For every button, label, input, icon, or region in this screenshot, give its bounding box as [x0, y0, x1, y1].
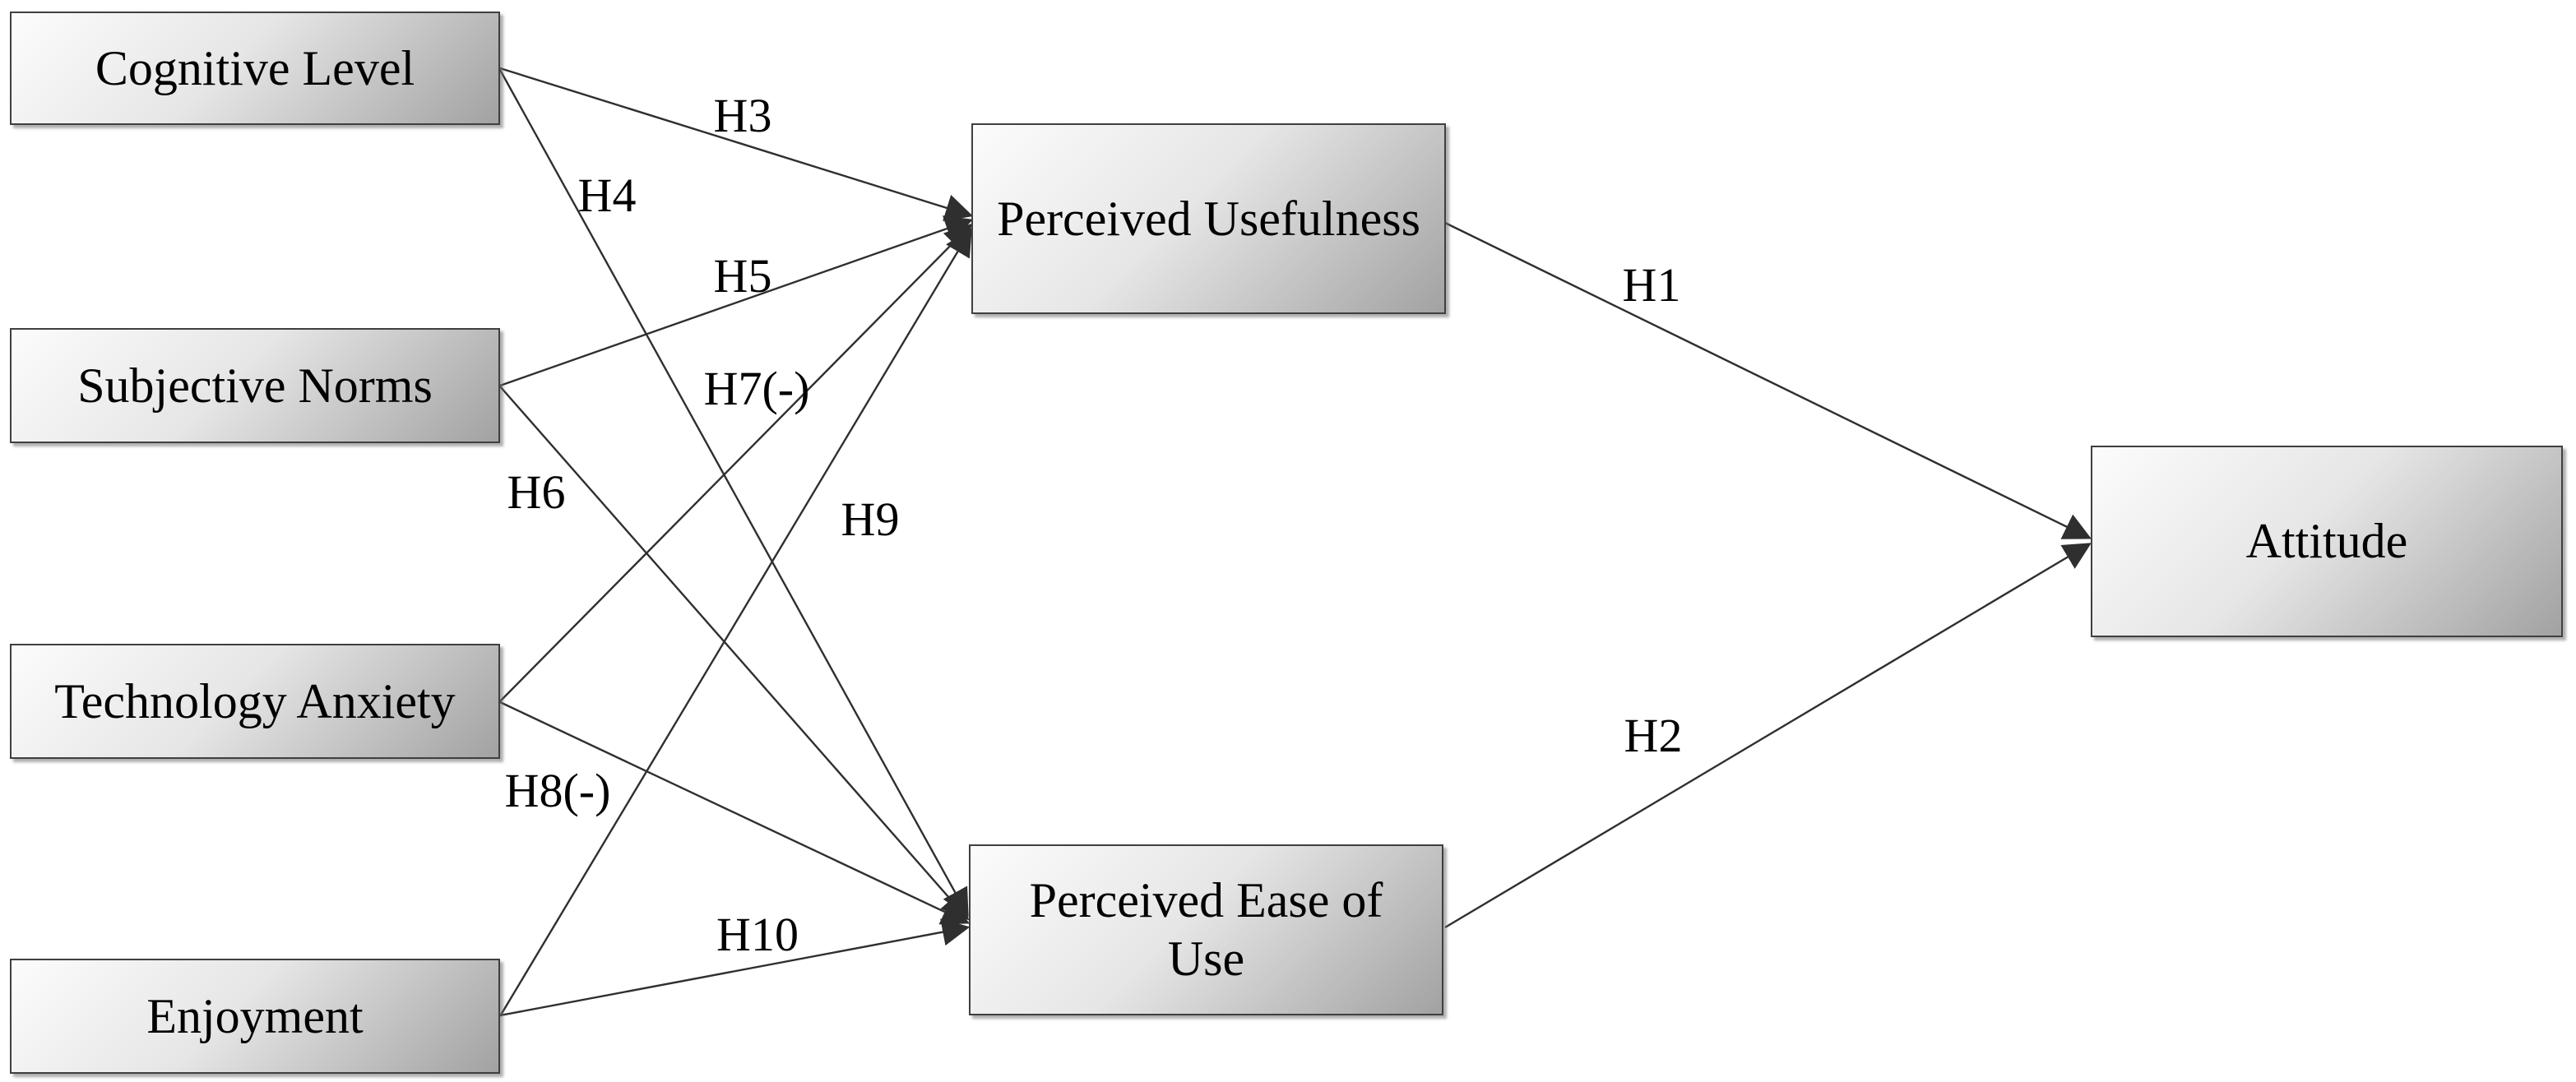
edge-line-h6 [499, 386, 970, 921]
node-subjective-norms: Subjective Norms [10, 328, 500, 443]
edge-line-h7 [499, 223, 973, 702]
edge-label-h7: H7(-) [703, 362, 810, 415]
edge-label-h6: H6 [507, 465, 566, 519]
node-perceived-ease-of-use: Perceived Ease of Use [969, 844, 1443, 1015]
edge-line-h1 [1444, 221, 2092, 539]
edge-line-h8 [499, 701, 971, 925]
edge-line-h4 [498, 69, 969, 917]
node-cognitive-level: Cognitive Level [10, 12, 500, 125]
node-perceived-usefulness: Perceived Usefulness [971, 123, 1446, 314]
node-label: Attitude [2245, 514, 2408, 569]
edge-label-h5: H5 [713, 249, 772, 303]
node-attitude: Attitude [2091, 446, 2563, 637]
edge-label-h4: H4 [577, 169, 637, 222]
edge-label-h1: H1 [1622, 258, 1681, 312]
edge-label-h8: H8(-) [504, 764, 611, 817]
node-label: Perceived Usefulness [997, 191, 1420, 246]
edge-line-h3 [499, 67, 974, 222]
node-technology-anxiety: Technology Anxiety [10, 644, 500, 759]
node-label: Cognitive Level [95, 40, 415, 95]
node-label: Perceived Ease of Use [1029, 873, 1383, 986]
edge-line-h2 [1444, 543, 2092, 929]
edge-label-h10: H10 [716, 908, 799, 961]
edge-line-h9 [498, 228, 972, 1017]
edge-line-h10 [499, 918, 971, 1017]
edge-label-h2: H2 [1624, 709, 1683, 762]
node-enjoyment: Enjoyment [10, 959, 500, 1074]
node-label: Enjoyment [146, 988, 364, 1043]
edge-label-h3: H3 [713, 89, 772, 142]
edge-line-h5 [499, 215, 974, 387]
node-label: Technology Anxiety [54, 673, 456, 728]
node-label: Subjective Norms [77, 358, 433, 413]
edge-label-h9: H9 [841, 492, 900, 546]
